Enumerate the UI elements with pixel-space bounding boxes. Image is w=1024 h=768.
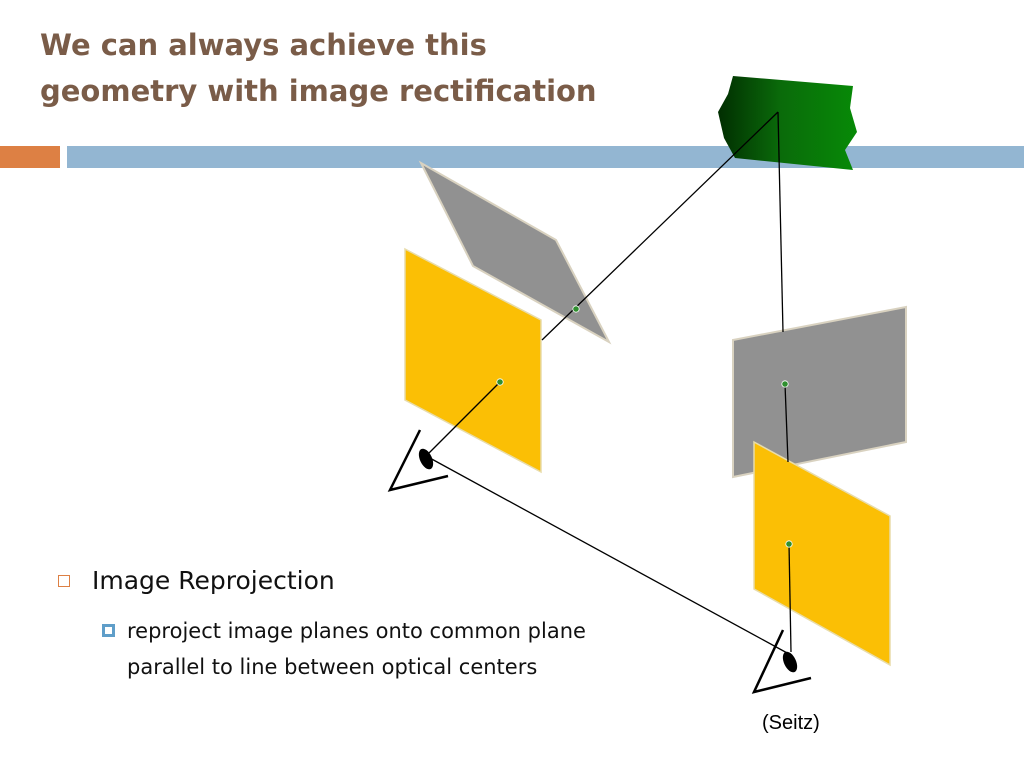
left-ray-to-camera bbox=[425, 381, 501, 457]
right-rectified-point bbox=[781, 380, 789, 388]
slide-title-line-2: geometry with image rectification bbox=[40, 74, 597, 108]
scene-object bbox=[718, 76, 857, 170]
left-camera-eye-icon bbox=[387, 429, 449, 492]
right-ray-to-camera bbox=[788, 543, 792, 653]
bullet-item: Image Reprojection bbox=[56, 563, 696, 599]
left-image-point bbox=[496, 378, 504, 386]
accent-bar bbox=[0, 146, 60, 168]
right-rectified-plane bbox=[732, 305, 907, 479]
left-ray-to-object bbox=[541, 111, 779, 341]
left-rectified-plane bbox=[418, 160, 612, 345]
bullet-square-icon bbox=[58, 575, 70, 587]
slide-title-line-1: We can always achieve this bbox=[40, 28, 487, 62]
baseline bbox=[427, 456, 790, 655]
right-ray-to-object bbox=[777, 111, 784, 333]
slide-title: We can always achieve this geometry with… bbox=[40, 22, 597, 114]
bullet-text: Image Reprojection bbox=[92, 566, 335, 595]
left-image-plane bbox=[404, 247, 542, 474]
sub-bullet-square-icon bbox=[102, 624, 115, 637]
right-ray-segment bbox=[784, 383, 789, 463]
right-camera-eye-icon bbox=[751, 629, 812, 694]
left-rectified-point bbox=[572, 305, 580, 313]
right-image-point bbox=[785, 540, 793, 548]
right-image-plane bbox=[753, 440, 891, 667]
sub-bullet-item: reproject image planes onto common plane… bbox=[56, 613, 647, 685]
sub-bullet-text: reproject image planes onto common plane… bbox=[127, 619, 586, 679]
bullet-list: Image Reprojection reproject image plane… bbox=[56, 563, 696, 685]
image-credit: (Seitz) bbox=[762, 712, 820, 734]
